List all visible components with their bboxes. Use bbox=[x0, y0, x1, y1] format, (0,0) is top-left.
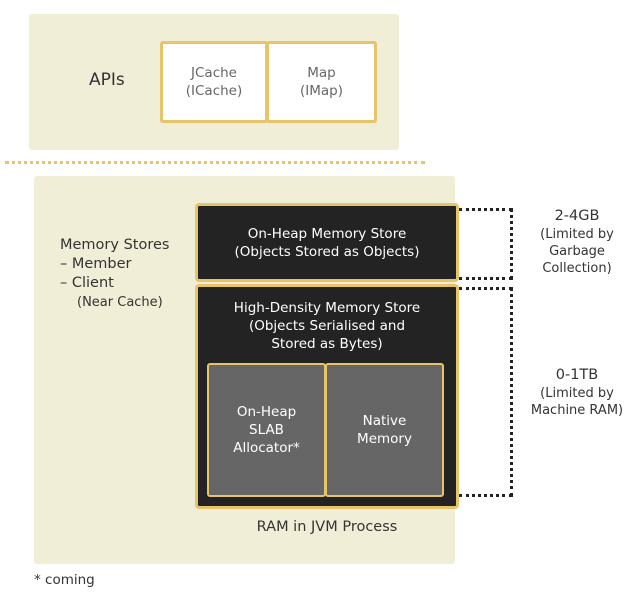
high-density-header: High-Density Memory Store (Objects Seria… bbox=[198, 287, 456, 353]
slab-allocator-box: On-Heap SLAB Allocator* bbox=[207, 363, 326, 497]
api-box-jcache-interface: (ICache) bbox=[185, 83, 243, 99]
memory-stores-note: (Near Cache) bbox=[77, 295, 163, 310]
api-box-jcache: JCache (ICache) bbox=[160, 41, 268, 123]
slab-line-2: SLAB bbox=[249, 422, 284, 438]
on-heap-memory-store: On-Heap Memory Store (Objects Stored as … bbox=[195, 203, 459, 282]
limit-high-density: 0-1TB (Limited by Machine RAM) bbox=[520, 366, 634, 419]
limit-on-heap: 2-4GB (Limited by Garbage Collection) bbox=[520, 207, 634, 277]
limit-on-heap-line-3: Collection) bbox=[542, 261, 612, 276]
bracket-bottom-vertical bbox=[510, 287, 513, 497]
memory-stores-list: Memory Stores – Member – Client (Near Ca… bbox=[60, 236, 169, 312]
high-density-subtitle-1: (Objects Serialised and bbox=[248, 318, 406, 334]
limit-high-density-line-1: (Limited by bbox=[540, 386, 614, 401]
memory-stores-item-member: – Member bbox=[60, 256, 132, 272]
slab-line-1: On-Heap bbox=[236, 404, 297, 420]
separator-dotted-line bbox=[5, 161, 425, 164]
footnote: * coming bbox=[34, 572, 95, 588]
api-box-map: Map (IMap) bbox=[266, 41, 377, 123]
high-density-title: High-Density Memory Store bbox=[233, 300, 421, 316]
memory-stores-title: Memory Stores bbox=[60, 237, 170, 253]
bracket-bottom-upper bbox=[459, 287, 512, 290]
limit-high-density-line-2: Machine RAM) bbox=[530, 403, 624, 418]
limit-on-heap-size: 2-4GB bbox=[554, 208, 600, 224]
bracket-top-lower bbox=[459, 277, 512, 280]
bracket-top-vertical bbox=[510, 208, 513, 280]
limit-on-heap-line-1: (Limited by bbox=[540, 227, 614, 242]
slab-line-3: Allocator* bbox=[233, 440, 300, 456]
memory-stores-item-client: – Client bbox=[60, 275, 114, 291]
limit-high-density-size: 0-1TB bbox=[555, 367, 599, 383]
bracket-bottom-lower bbox=[459, 494, 512, 497]
high-density-subtitle-2: Stored as Bytes) bbox=[271, 336, 383, 352]
native-line-1: Native bbox=[362, 413, 407, 429]
on-heap-title: On-Heap Memory Store bbox=[247, 225, 407, 242]
on-heap-subtitle: (Objects Stored as Objects) bbox=[234, 243, 420, 260]
native-memory-box: Native Memory bbox=[325, 363, 444, 497]
ram-label: RAM in JVM Process bbox=[256, 519, 398, 535]
apis-label: APIs bbox=[89, 70, 125, 90]
api-box-jcache-name: JCache bbox=[191, 65, 237, 81]
limit-on-heap-line-2: Garbage bbox=[549, 244, 605, 259]
api-box-map-interface: (IMap) bbox=[299, 83, 343, 99]
bracket-top-upper bbox=[459, 208, 512, 211]
native-line-2: Memory bbox=[357, 431, 412, 447]
api-box-map-name: Map bbox=[307, 65, 336, 81]
